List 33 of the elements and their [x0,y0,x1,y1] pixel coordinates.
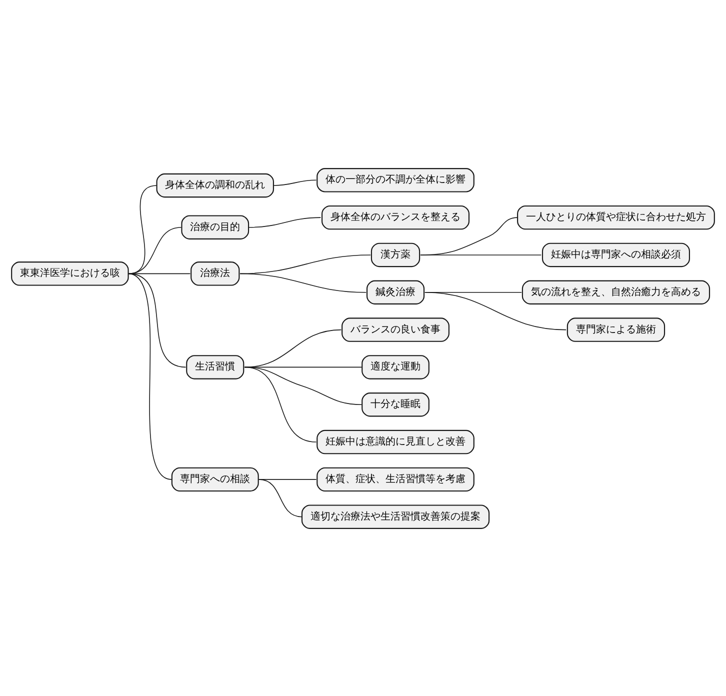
connector [258,478,302,517]
node-box: 一人ひとりの体質や症状に合わせた処方 [517,204,715,230]
connector [128,226,182,274]
connector [424,291,566,330]
node-box: 体質、症状、生活習慣等を考慮 [316,466,474,492]
connector [244,328,342,368]
node-box: 東東洋医学における咳 [11,261,129,286]
connector [128,184,158,274]
connector [273,179,317,186]
node-box: 気の流れを整え、自然治癒力を高める [522,280,710,304]
node-box: 適切な治療法や生活習慣改善策の提案 [301,504,490,528]
node-box: 身体全体のバランスを整える [321,204,470,230]
node-box: 体の一部分の不調が全体に影響 [316,168,474,192]
connector [258,478,317,480]
connector [240,272,367,292]
node-box: 妊娠中は意識的に見直しと改善 [316,429,474,454]
node-box: 適度な運動 [362,354,430,379]
node-box: 専門家への相談 [171,466,259,492]
node-box: 鍼灸治療 [366,280,425,304]
node-box: 十分な睡眠 [362,392,430,416]
connector [420,254,542,255]
node-box: 専門家による施術 [566,317,666,342]
connector [240,254,371,274]
node-box: 治療の目的 [181,214,250,239]
node-box: バランスの良い食事 [342,317,450,342]
node-box: 漢方薬 [370,242,420,267]
node-box: 生活習慣 [186,354,244,379]
connector [128,272,172,480]
node-box: 身体全体の調和の乱れ [156,172,274,198]
connector [248,216,322,228]
node-box: 妊娠中は専門家への相談必須 [542,242,690,267]
connector [244,366,317,442]
node-box: 治療法 [190,261,240,286]
